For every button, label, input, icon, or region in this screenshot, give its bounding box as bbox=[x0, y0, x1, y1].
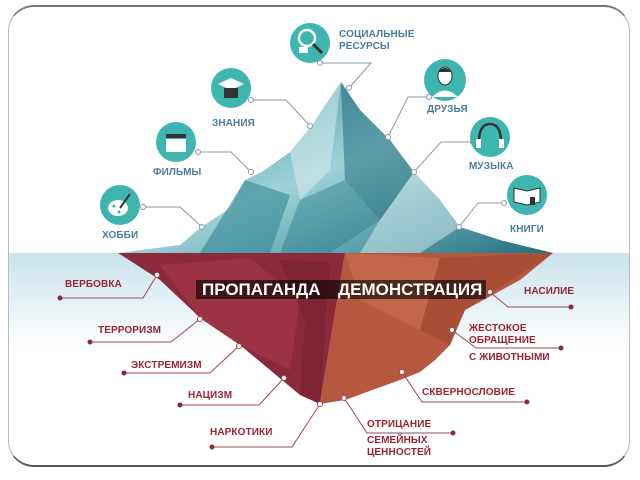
band-label-propaganda: ПРОПАГАНДА bbox=[202, 280, 321, 299]
label-recruitment: ВЕРБОВКА bbox=[65, 279, 122, 290]
label-band bbox=[196, 280, 486, 299]
label-line: С ЖИВОТНЫМИ bbox=[469, 352, 550, 363]
person-icon bbox=[424, 59, 466, 101]
label-line: РЕСУРСЫ bbox=[339, 41, 390, 52]
palette-icon bbox=[100, 185, 140, 225]
graduation-cap-icon bbox=[211, 68, 251, 108]
book-icon bbox=[507, 175, 547, 215]
connector-lines-below bbox=[60, 274, 571, 448]
label-profanity: СКВЕРНОСЛОВИЕ bbox=[422, 387, 516, 398]
label-line: СОЦИАЛЬНЫЕ bbox=[339, 29, 415, 40]
label-line: ОТРИЦАНИЕ bbox=[367, 419, 432, 430]
label-nazism: НАЦИЗМ bbox=[188, 390, 233, 401]
clapperboard-icon bbox=[156, 122, 196, 162]
label-line: ЖЕСТОКОЕ bbox=[469, 323, 527, 334]
label-animal-cruelty: ЖЕСТОКОЕ ОБРАЩЕНИЕ С ЖИВОТНЫМИ bbox=[469, 323, 550, 364]
label-violence: НАСИЛИЕ bbox=[524, 286, 575, 297]
label-family-values-denial: ОТРИЦАНИЕ СЕМЕЙНЫХ ЦЕННОСТЕЙ bbox=[367, 419, 431, 459]
label-extremism: ЭКСТРЕМИЗМ bbox=[131, 360, 202, 371]
label-friends: ДРУЗЬЯ bbox=[427, 104, 468, 115]
label-hobby: ХОББИ bbox=[102, 230, 139, 241]
connector-lines-above bbox=[143, 62, 504, 228]
label-books: КНИГИ bbox=[510, 224, 544, 235]
label-line: ЦЕННОСТЕЙ bbox=[367, 447, 432, 458]
label-line: СЕМЕЙНЫХ bbox=[367, 435, 428, 446]
label-terrorism: ТЕРРОРИЗМ bbox=[98, 325, 162, 336]
band-label-demonstration: ДЕМОНСТРАЦИЯ bbox=[338, 280, 483, 299]
slide-frame bbox=[8, 5, 630, 467]
label-films: ФИЛЬМЫ bbox=[153, 167, 202, 178]
search-person-icon bbox=[290, 23, 330, 63]
headphones-icon bbox=[470, 117, 510, 157]
label-drugs: НАРКОТИКИ bbox=[210, 427, 273, 438]
label-music: МУЗЫКА bbox=[469, 161, 514, 172]
label-knowledge: ЗНАНИЯ bbox=[212, 118, 255, 129]
label-social-resources: СОЦИАЛЬНЫЕ РЕСУРСЫ bbox=[339, 29, 414, 53]
label-line: ОБРАЩЕНИЕ bbox=[469, 335, 536, 346]
